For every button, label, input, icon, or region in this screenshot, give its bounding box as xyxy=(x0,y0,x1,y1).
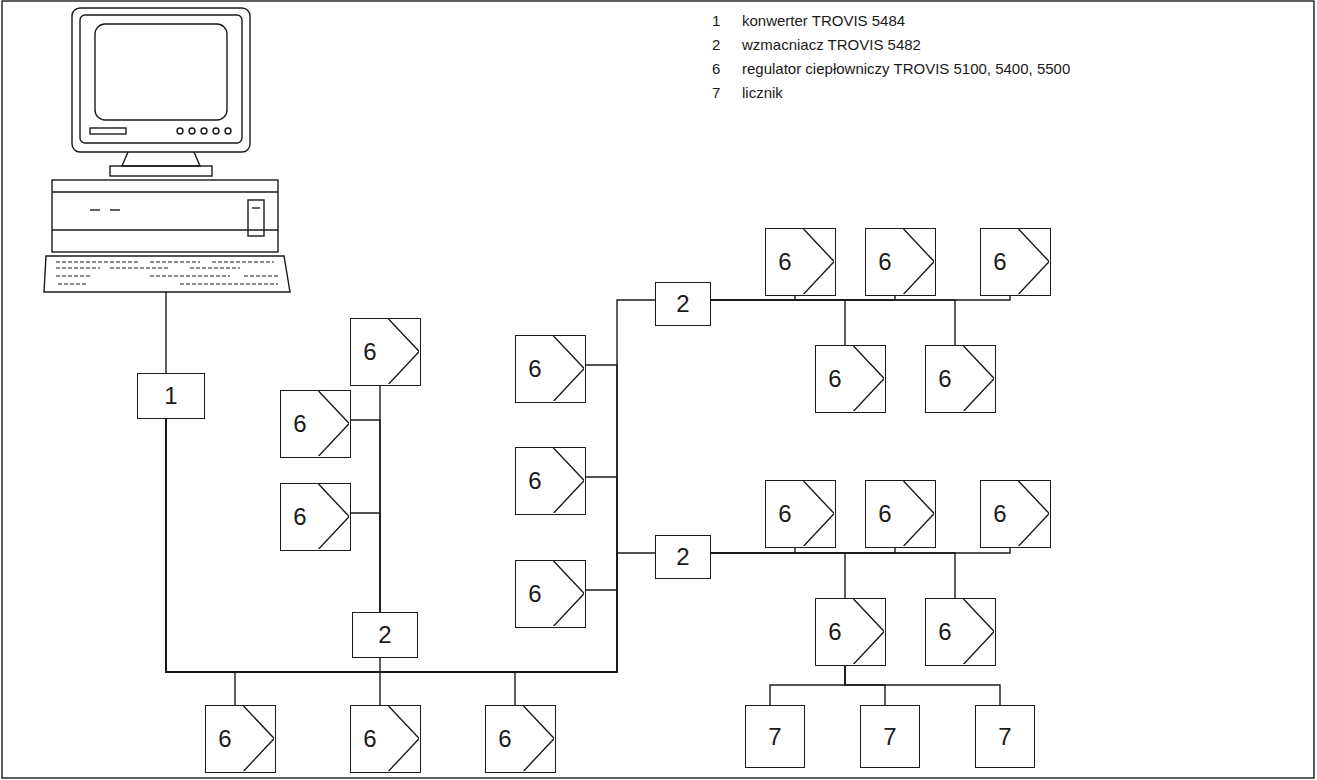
controller-box: 6 xyxy=(205,705,276,773)
controller-box: 6 xyxy=(515,335,586,403)
chevron-mark xyxy=(516,336,584,401)
bus-line xyxy=(711,553,845,598)
controller-box: 6 xyxy=(815,345,886,413)
callout-number: 6 xyxy=(938,367,951,391)
callout-number: 6 xyxy=(938,620,951,644)
chevron-mark xyxy=(351,319,419,384)
bus-line xyxy=(166,419,380,705)
controller-box: 6 xyxy=(815,598,886,666)
chevron-mark xyxy=(766,481,834,546)
device-box: 7 xyxy=(975,705,1035,768)
legend-number: 1 xyxy=(712,13,720,30)
chevron-mark xyxy=(351,706,419,771)
controller-box: 6 xyxy=(980,480,1051,548)
controller-box: 6 xyxy=(865,480,936,548)
callout-number: 6 xyxy=(878,502,891,526)
callout-number: 7 xyxy=(883,725,896,749)
callout-number: 6 xyxy=(293,505,306,529)
callout-number: 6 xyxy=(993,250,1006,274)
callout-number: 6 xyxy=(828,620,841,644)
chevron-mark xyxy=(866,229,934,294)
controller-box: 6 xyxy=(350,705,421,773)
legend-number: 6 xyxy=(712,61,720,78)
chevron-mark xyxy=(516,561,584,626)
bus-line xyxy=(351,420,380,612)
controller-box: 6 xyxy=(925,598,996,666)
bus-line xyxy=(351,513,380,612)
chevron-mark xyxy=(926,346,994,411)
controller-box: 6 xyxy=(280,390,351,458)
controller-box: 6 xyxy=(765,480,836,548)
callout-number: 6 xyxy=(878,250,891,274)
callout-number: 6 xyxy=(498,727,511,751)
chevron-mark xyxy=(816,346,884,411)
device-box: 2 xyxy=(655,535,711,579)
controller-box: 6 xyxy=(350,318,421,386)
chevron-mark xyxy=(281,484,349,549)
controller-box: 6 xyxy=(925,345,996,413)
controller-box: 6 xyxy=(485,705,556,773)
controller-box: 6 xyxy=(515,447,586,515)
chevron-mark xyxy=(981,481,1049,546)
callout-number: 2 xyxy=(378,623,391,647)
chevron-mark xyxy=(866,481,934,546)
callout-number: 1 xyxy=(164,384,177,408)
bus-line xyxy=(166,300,655,672)
callout-number: 7 xyxy=(768,725,781,749)
callout-number: 6 xyxy=(528,469,541,493)
controller-box: 6 xyxy=(865,228,936,296)
legend-text: regulator ciepłowniczy TROVIS 5100, 5400… xyxy=(742,61,1070,78)
bus-line xyxy=(166,365,617,672)
bus-line xyxy=(711,300,845,345)
callout-number: 6 xyxy=(218,727,231,751)
bus-line xyxy=(711,300,955,345)
bus-line xyxy=(845,666,1000,705)
bus-line xyxy=(166,419,617,672)
device-box: 1 xyxy=(137,373,205,419)
chevron-mark xyxy=(981,229,1049,294)
device-box: 7 xyxy=(860,705,920,768)
callout-number: 6 xyxy=(828,367,841,391)
callout-number: 2 xyxy=(676,545,689,569)
bus-line xyxy=(711,548,795,553)
callout-number: 6 xyxy=(363,340,376,364)
legend-text: konwerter TROVIS 5484 xyxy=(742,13,905,30)
callout-number: 7 xyxy=(998,725,1011,749)
callout-number: 6 xyxy=(528,582,541,606)
bus-line xyxy=(711,548,895,553)
controller-box: 6 xyxy=(765,228,836,296)
bus-line xyxy=(711,553,955,598)
chevron-mark xyxy=(516,448,584,513)
bus-line xyxy=(711,548,1010,553)
device-box: 2 xyxy=(655,282,711,326)
callout-number: 6 xyxy=(778,502,791,526)
chevron-mark xyxy=(206,706,274,771)
callout-number: 6 xyxy=(778,250,791,274)
callout-number: 6 xyxy=(293,412,306,436)
chevron-mark xyxy=(926,599,994,664)
legend-number: 7 xyxy=(712,85,720,102)
controller-box: 6 xyxy=(280,483,351,551)
callout-number: 6 xyxy=(993,502,1006,526)
legend-text: licznik xyxy=(742,85,783,102)
device-box: 2 xyxy=(352,612,418,658)
bus-line xyxy=(166,419,617,672)
device-box: 7 xyxy=(745,705,805,768)
bus-line xyxy=(166,419,515,705)
chevron-mark xyxy=(766,229,834,294)
bus-line xyxy=(166,419,655,672)
chevron-mark xyxy=(281,391,349,456)
callout-number: 6 xyxy=(528,357,541,381)
bus-line xyxy=(770,666,845,705)
callout-number: 6 xyxy=(363,727,376,751)
chevron-mark xyxy=(816,599,884,664)
controller-box: 6 xyxy=(515,560,586,628)
bus-line xyxy=(166,419,235,705)
controller-box: 6 xyxy=(980,228,1051,296)
legend-text: wzmacniacz TROVIS 5482 xyxy=(742,37,921,54)
callout-number: 2 xyxy=(676,292,689,316)
chevron-mark xyxy=(486,706,554,771)
legend-number: 2 xyxy=(712,37,720,54)
